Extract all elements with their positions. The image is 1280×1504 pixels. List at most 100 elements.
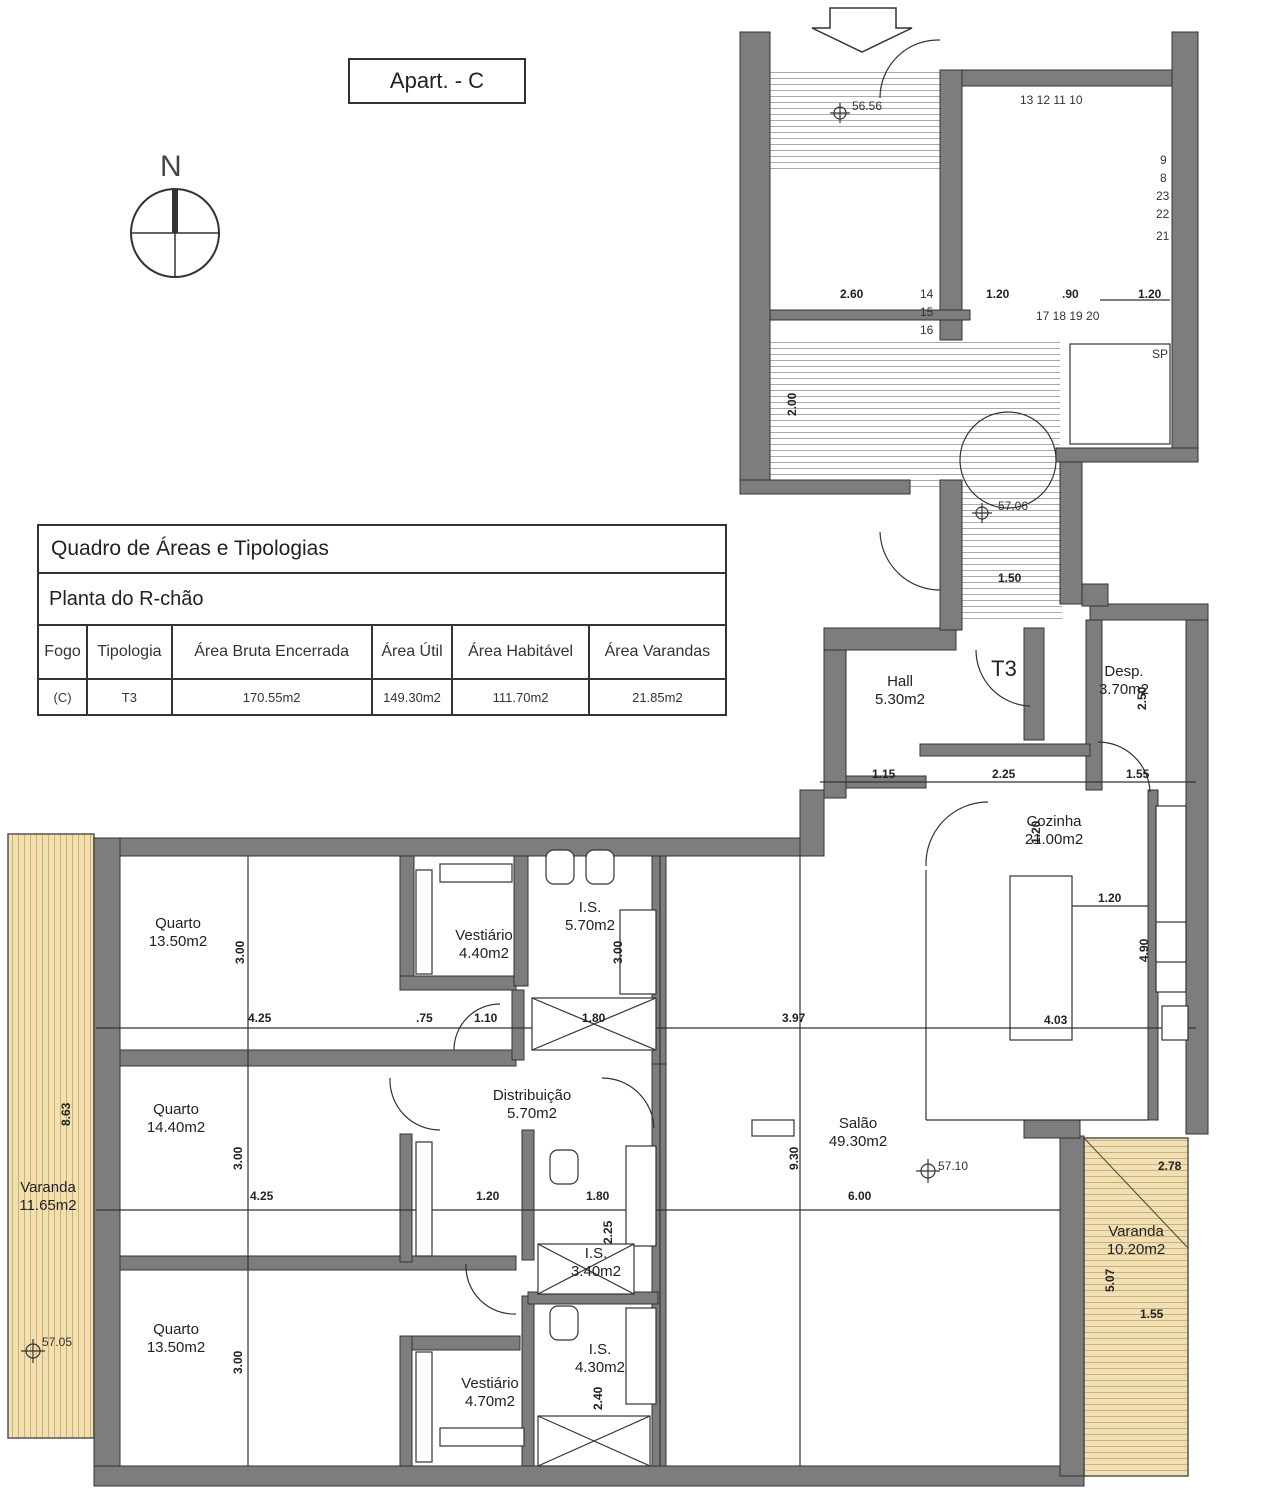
col-area-varandas: Área Varandas <box>587 624 728 680</box>
hall-name: Hall <box>887 673 913 690</box>
dim-2-25b: 2.25 <box>601 1220 615 1244</box>
quarto3-name: Quarto <box>153 1321 199 1338</box>
dim-5-07: 5.07 <box>1103 1268 1117 1292</box>
dim-8-63: 8.63 <box>59 1102 73 1126</box>
stair-numbers-bottom-right: 17 18 19 20 <box>1036 309 1100 323</box>
dim-2-25: 2.25 <box>992 767 1016 781</box>
stair-number-15: 15 <box>920 305 934 319</box>
is3-name: I.S. <box>589 1341 612 1358</box>
cozinha-name: Cozinha <box>1026 813 1082 830</box>
val-area-bruta: 170.55m2 <box>170 678 373 716</box>
stair-number-23: 23 <box>1156 189 1170 203</box>
toilet-icon <box>549 1305 579 1341</box>
tv-unit <box>751 1119 795 1137</box>
val-area-habitavel: 111.70m2 <box>451 678 590 716</box>
dim-6-00: 6.00 <box>848 1189 872 1203</box>
elevator-shaft <box>1069 343 1171 445</box>
dim-1-20d: 1.20 <box>986 287 1010 301</box>
is2-area: 3.40m2 <box>571 1263 621 1280</box>
val-area-util: 149.30m2 <box>370 678 454 716</box>
dim-1-20a: 1.20 <box>476 1189 500 1203</box>
col-area-habitavel: Área Habitável <box>451 624 590 680</box>
dim-2-50: 2.50 <box>1135 686 1149 710</box>
is1-area: 5.70m2 <box>565 917 615 934</box>
axis-lines <box>96 299 1196 1466</box>
dim-1-20c: 1.20 <box>1029 820 1043 844</box>
col-tipologia: Tipologia <box>86 624 173 680</box>
dim-1-80a: 1.80 <box>582 1011 606 1025</box>
walls <box>93 31 1209 1487</box>
dim-1-10: 1.10 <box>474 1011 498 1025</box>
quarto2-area: 14.40m2 <box>147 1119 205 1136</box>
stair-number-14: 14 <box>920 287 934 301</box>
dim-2-00: 2.00 <box>785 392 799 416</box>
stair-number-9: 9 <box>1160 153 1167 167</box>
stair-number-22: 22 <box>1156 207 1170 221</box>
varanda-left-deck <box>7 833 95 1439</box>
stair-number-21: 21 <box>1156 229 1170 243</box>
desp-area: 3.70m2 <box>1099 681 1149 698</box>
stair-numbers-top: 13 12 11 10 <box>1020 93 1083 107</box>
dim-1-55: 1.55 <box>1126 767 1150 781</box>
salao-area: 49.30m2 <box>829 1133 887 1150</box>
dim-3-00b: 3.00 <box>231 1146 245 1170</box>
level-varanda: 57.05 <box>42 1335 72 1349</box>
toilet-icon <box>545 849 575 885</box>
val-area-varandas: 21.85m2 <box>587 678 728 716</box>
dim-4-90: 4.90 <box>1137 938 1151 962</box>
dim-9-30: 9.30 <box>787 1146 801 1170</box>
dim-1-50: 1.50 <box>998 571 1022 585</box>
dim-0-75: .75 <box>416 1011 433 1025</box>
level-stair-mid: 57.06 <box>998 499 1028 513</box>
level-markers <box>21 103 992 1363</box>
dim-2-60: 2.60 <box>840 287 864 301</box>
col-area-util: Área Útil <box>370 624 454 680</box>
sink-icon <box>625 1145 657 1247</box>
desp-name: Desp. <box>1104 663 1143 680</box>
dim-1-15: 1.15 <box>872 767 896 781</box>
dim-1-20e: 1.20 <box>1138 287 1162 301</box>
dim-4-03: 4.03 <box>1044 1013 1068 1027</box>
toilet-icon <box>585 849 615 885</box>
is3-area: 4.30m2 <box>575 1359 625 1376</box>
varanda1-name: Varanda <box>20 1179 76 1196</box>
is2-name: I.S. <box>585 1245 608 1262</box>
kitchen-counter <box>1155 805 1187 993</box>
compass-icon <box>130 188 220 278</box>
quarto3-area: 13.50m2 <box>147 1339 205 1356</box>
dim-3-00c: 3.00 <box>231 1350 245 1374</box>
dim-1-20b: 1.20 <box>1098 891 1122 905</box>
varanda-right-deck <box>1083 1137 1189 1477</box>
dim-0-90: .90 <box>1062 287 1079 301</box>
vestiario2-name: Vestiário <box>461 1375 519 1392</box>
sink-icon <box>625 1307 657 1405</box>
apartment-title: Apart. - C <box>348 58 526 104</box>
distribuicao-area: 5.70m2 <box>507 1105 557 1122</box>
val-fogo: (C) <box>36 678 89 716</box>
doors <box>389 39 1151 1315</box>
table-heading: Quadro de Áreas e Tipologias <box>37 524 727 574</box>
dim-4-25a: 4.25 <box>248 1011 272 1025</box>
level-salao: 57.10 <box>938 1159 968 1173</box>
sink-icon <box>619 909 657 995</box>
is1-name: I.S. <box>579 899 602 916</box>
entrance-arrow-icon <box>811 7 913 53</box>
dim-3-97: 3.97 <box>782 1011 806 1025</box>
quarto2-name: Quarto <box>153 1101 199 1118</box>
distribuicao-name: Distribuição <box>493 1087 571 1104</box>
col-area-bruta: Área Bruta Encerrada <box>170 624 373 680</box>
stove-icon <box>1155 921 1187 963</box>
quarto1-name: Quarto <box>155 915 201 932</box>
dim-3-00d: 3.00 <box>611 940 625 964</box>
salao-name: Salão <box>839 1115 877 1132</box>
dim-1-80b: 1.80 <box>586 1189 610 1203</box>
unit-type-label: T3 <box>991 656 1017 681</box>
level-stair-top: 56.56 <box>852 99 882 113</box>
stair-sp-label: SP <box>1152 347 1168 361</box>
dim-2-40: 2.40 <box>591 1386 605 1410</box>
quarto1-area: 13.50m2 <box>149 933 207 950</box>
val-tipologia: T3 <box>86 678 173 716</box>
stair-number-16: 16 <box>920 323 934 337</box>
sink-icon <box>1161 1005 1189 1041</box>
